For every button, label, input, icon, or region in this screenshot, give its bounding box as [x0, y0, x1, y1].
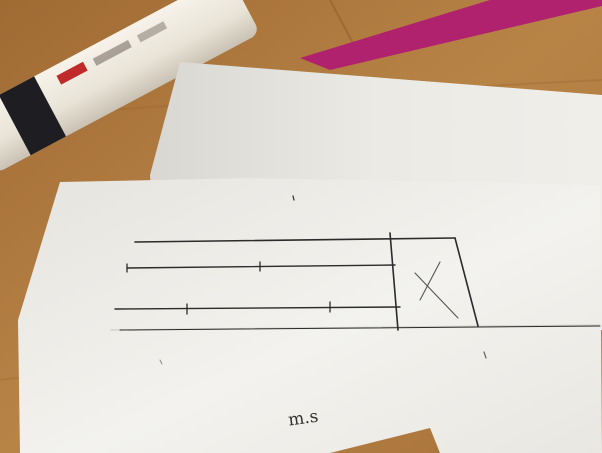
stray-mark — [483, 351, 487, 359]
right-edge-line — [454, 237, 479, 327]
stray-mark — [159, 359, 163, 365]
marker-tube — [0, 0, 257, 171]
front-paper-sheet — [18, 178, 602, 453]
base-line — [119, 325, 601, 331]
bottom-line — [114, 306, 401, 310]
magenta-strip — [300, 0, 602, 70]
x-mark-stroke — [419, 261, 441, 301]
vertical-divider — [389, 232, 399, 331]
x-mark-stroke — [414, 272, 459, 319]
ink-drawing — [114, 195, 601, 365]
middle-line — [126, 264, 396, 269]
stray-mark — [292, 195, 295, 201]
top-line — [134, 237, 456, 243]
handwritten-label: m.s — [287, 407, 320, 431]
